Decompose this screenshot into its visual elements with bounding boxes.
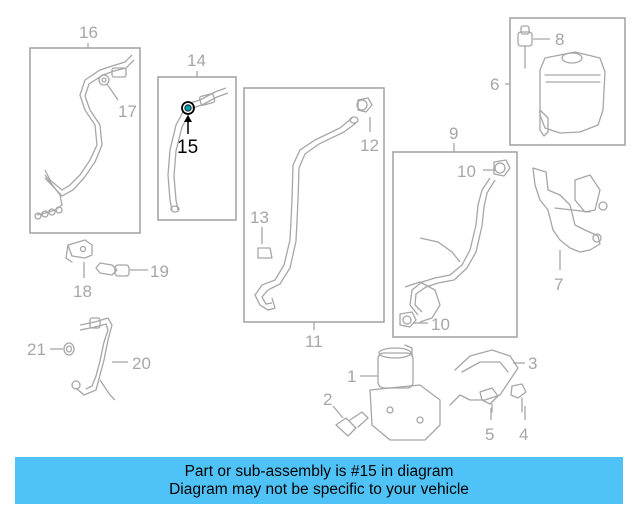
bolt-19 — [95, 262, 130, 277]
group-box-16 — [29, 47, 141, 234]
sensor-2 — [335, 411, 369, 437]
info-banner: Part or sub-assembly is #15 in diagram D… — [15, 457, 623, 504]
pipe-9 — [399, 159, 511, 328]
callout-17: 17 — [118, 102, 137, 121]
group-box-11 — [243, 87, 385, 323]
callout-6: 6 — [490, 75, 499, 94]
callout-2: 2 — [323, 390, 332, 409]
callout-12: 12 — [360, 136, 379, 155]
leader-2 — [332, 405, 344, 419]
hose-14 — [167, 87, 229, 213]
group-box-9 — [392, 151, 518, 338]
hose-20 — [71, 317, 116, 401]
banner-line-2: Diagram may not be specific to your vehi… — [169, 480, 469, 498]
parts-diagram: 16 17 18 19 14 15 12 13 11 9 10 10 8 6 7… — [27, 17, 626, 444]
callout-10b: 10 — [431, 315, 450, 334]
callout-14: 14 — [187, 51, 206, 70]
callout-9: 9 — [449, 124, 458, 143]
callout-10a: 10 — [457, 162, 476, 181]
callout-18: 18 — [73, 282, 92, 301]
callout-7: 7 — [554, 275, 563, 294]
part-15-highlight — [181, 101, 195, 134]
callout-8: 8 — [555, 30, 564, 49]
callout-5: 5 — [485, 425, 494, 444]
bracket-7 — [532, 167, 608, 253]
callout-15: 15 — [177, 137, 198, 158]
leader-17 — [106, 83, 119, 101]
callout-16: 16 — [79, 23, 98, 42]
callout-13: 13 — [250, 208, 269, 227]
hose-16 — [34, 54, 135, 220]
bolt-4 — [510, 383, 527, 413]
bolt-5 — [479, 387, 499, 413]
reservoir-6 — [517, 25, 606, 137]
clamp-21 — [63, 342, 75, 356]
callout-1: 1 — [347, 367, 356, 386]
callout-20: 20 — [132, 354, 151, 373]
group-box-6 — [509, 17, 626, 146]
pipe-11 — [254, 97, 373, 311]
clip-18 — [65, 239, 93, 263]
callout-11: 11 — [305, 332, 323, 351]
callout-3: 3 — [528, 354, 537, 373]
shield-3 — [449, 349, 519, 406]
banner-line-1: Part or sub-assembly is #15 in diagram — [184, 462, 454, 480]
callout-19: 19 — [150, 262, 169, 281]
callout-4: 4 — [519, 425, 528, 444]
pump-1 — [369, 344, 441, 441]
callout-21: 21 — [27, 340, 46, 359]
